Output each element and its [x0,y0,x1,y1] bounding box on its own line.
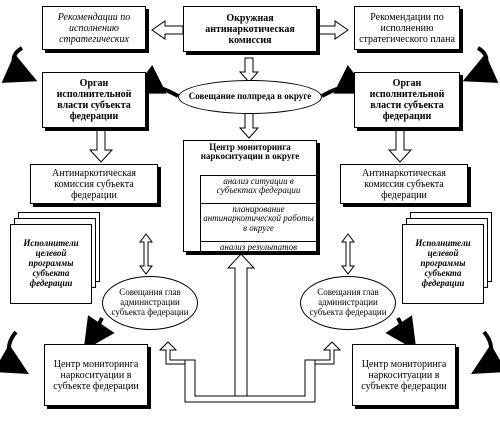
center-row-results: анализ результатов [201,241,316,255]
arrow-ank-meet-left [139,233,153,275]
mon-left-box: Центр мониторинга наркоситуации в субъек… [44,344,148,406]
commission-box: Окружная антинаркотическая комиссия [183,6,317,52]
arrow-to-rec-left [151,20,184,40]
arrow-mon-right [314,341,342,365]
center-title: Центр мониторинга наркоситуации в округе [200,142,300,162]
council-ellipse: Совещание полпреда в округе [178,80,322,114]
rec-right-box: Рекомендации по исполнению стратегическо… [354,6,460,50]
center-row-planning: планирование антинаркотической работы в … [201,203,316,241]
bottom-connector [184,359,316,403]
arrow-up-to-center [226,253,256,401]
curve-rec-right-organ [462,46,499,83]
curve-exec-left [0,330,29,374]
arrow-to-rec-right [316,20,349,40]
organ-left-box: Орган исполнительной власти субъекта фед… [42,72,146,128]
curve-meet-mon-left [83,315,115,351]
meet-right-ellipse: Совещания глав администрации субъекта фе… [300,276,396,330]
arrow-council-center [238,111,260,139]
rec-left-box: Рекомендации по исполнению стратегически… [42,6,146,50]
curve-rec-left-organ [1,46,38,83]
arrow-mon-left [158,341,186,365]
arrow-organ-ank-right [387,129,413,163]
arrow-commission-council [238,57,260,83]
organ-right-box: Орган исполнительной власти субъекта фед… [354,72,460,128]
curve-meet-mon-right [385,315,417,351]
center-monitoring-box: Центр мониторинга наркоситуации в округе… [183,140,317,255]
meet-left-ellipse: Совещания глав администрации субъекта фе… [102,276,198,330]
curve-exec-right [471,330,500,374]
ank-right-box: Антинаркотическая комиссия субъекта феде… [340,164,468,204]
arrow-organ-ank-left [88,129,114,163]
mon-right-box: Центр мониторинга наркоситуации в субъек… [352,344,456,406]
exec-right-box: Исполнители целевой программы субъекта ф… [402,224,484,304]
center-row-analysis: анализ ситуации в субъектах федерации [201,175,316,203]
arrow-ank-meet-right [341,233,355,275]
exec-left-box: Исполнители целевой программы субъекта ф… [10,224,92,304]
ank-left-box: Антинаркотическая комиссия субъекта феде… [30,164,158,204]
